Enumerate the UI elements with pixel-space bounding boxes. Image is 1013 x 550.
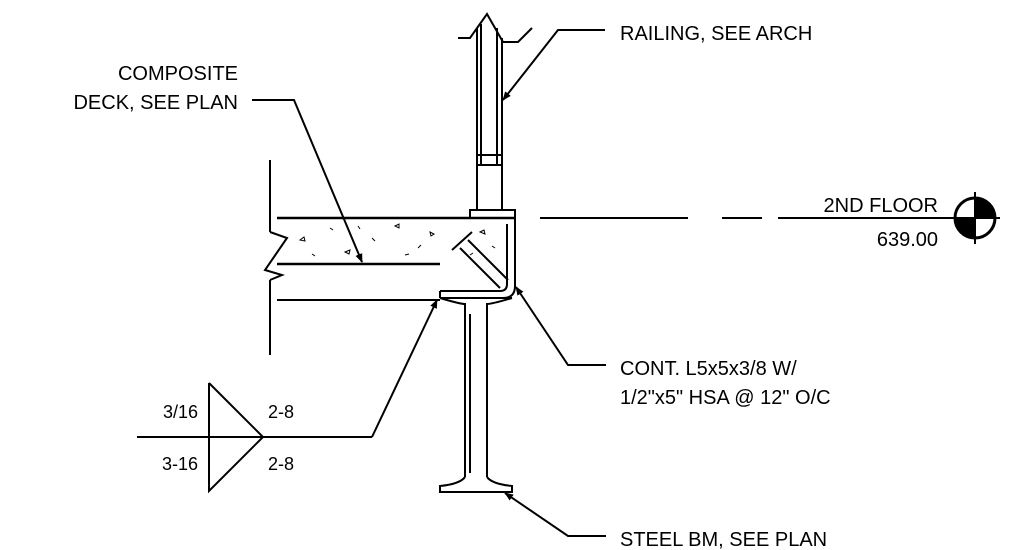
railing-post [458, 12, 533, 219]
composite-deck-slab [277, 216, 515, 301]
composite-deck-leader [252, 99, 363, 263]
level-elevation: 639.00 [877, 229, 938, 251]
angle-callout-line1: CONT. L5x5x3/8 W/ [620, 358, 797, 380]
steel-beam-callout: STEEL BM, SEE PLAN [620, 529, 827, 550]
composite-deck-callout-line2: DECK, SEE PLAN [73, 92, 238, 114]
left-break-line [263, 160, 289, 355]
headed-stud-anchor [451, 231, 509, 289]
steel-beam [439, 297, 513, 493]
weld-symbol [137, 299, 438, 494]
weld-arrow-side-length: 2-8 [268, 402, 294, 422]
weld-other-side-size: 3-16 [162, 454, 198, 474]
railing-callout: RAILING, SEE ARCH [620, 23, 812, 45]
steel-beam-leader [504, 492, 606, 537]
level-name: 2ND FLOOR [824, 195, 938, 217]
weld-arrow-side-size: 3/16 [163, 402, 198, 422]
composite-deck-callout-line1: COMPOSITE [118, 63, 238, 85]
level-target-icon [950, 192, 1000, 244]
weld-other-side-length: 2-8 [268, 454, 294, 474]
angle-leader [515, 286, 606, 366]
railing-leader [502, 29, 605, 101]
continuous-angle [439, 218, 516, 299]
angle-callout-line2: 1/2"x5" HSA @ 12" O/C [620, 387, 831, 409]
